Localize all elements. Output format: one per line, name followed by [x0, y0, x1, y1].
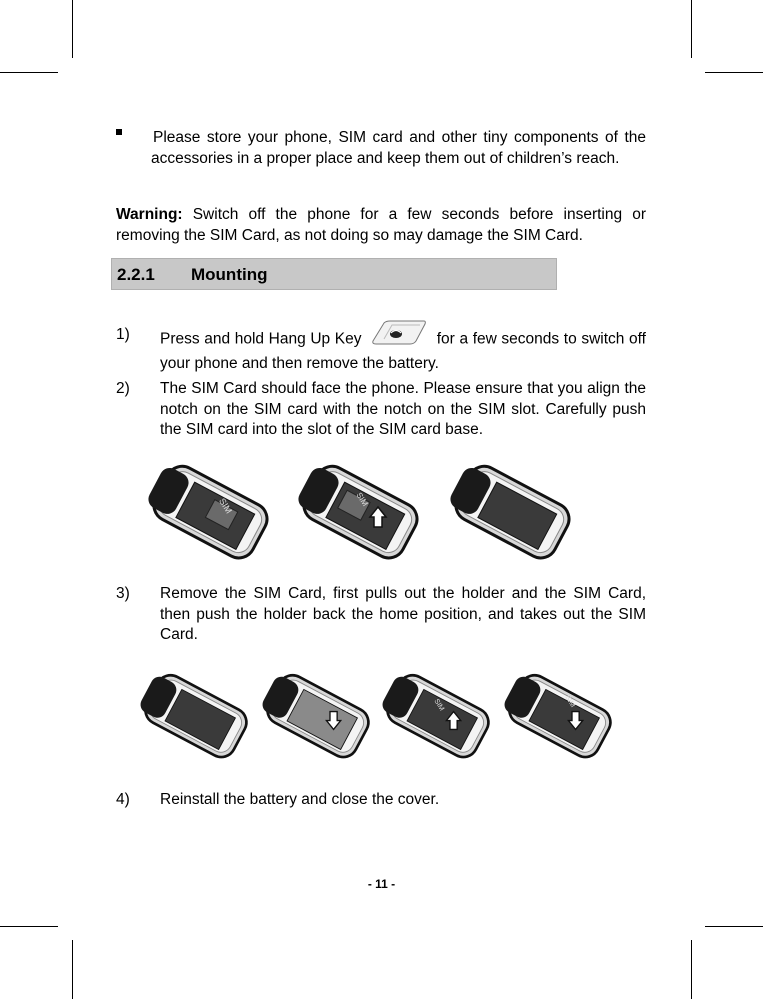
step-text-part: Press and hold Hang Up Key	[160, 330, 362, 348]
warning-text: Switch off the phone for a few seconds b…	[116, 206, 646, 244]
step-number: 4)	[116, 791, 130, 808]
warning-paragraph: Warning: Switch off the phone for a few …	[116, 205, 646, 246]
crop-mark	[691, 940, 692, 999]
section-title: Mounting	[191, 265, 268, 284]
step-number: 2)	[116, 380, 130, 397]
crop-mark	[705, 72, 763, 73]
phone-illustration: SIM	[504, 673, 612, 759]
phone-illustration: SIM	[298, 464, 419, 560]
page-number: - 11 -	[367, 877, 396, 891]
warning-label: Warning:	[116, 206, 183, 223]
arrow-icon	[567, 710, 585, 731]
crop-mark	[0, 926, 58, 927]
phone-illustration	[450, 464, 571, 560]
arrow-icon	[445, 710, 463, 731]
hang-up-key-icon	[370, 319, 428, 354]
step-number: 1)	[116, 326, 130, 343]
phone-illustration: SIM	[382, 673, 490, 759]
crop-mark	[705, 926, 763, 927]
bullet-marker	[116, 129, 122, 135]
step-text: The SIM Card should face the phone. Plea…	[160, 380, 646, 438]
phone-illustration	[140, 673, 248, 759]
crop-mark	[72, 0, 73, 58]
phone-illustration	[262, 673, 370, 759]
section-heading: 2.2.1 Mounting	[111, 258, 557, 290]
arrow-icon	[368, 505, 388, 528]
step-text: Press and hold Hang Up Key for a few sec…	[160, 320, 646, 374]
crop-mark	[0, 72, 58, 73]
step-number: 3)	[116, 585, 130, 602]
step-text: Remove the SIM Card, first pulls out the…	[160, 585, 646, 643]
step-text-part: for a few seconds to switch off your pho…	[160, 330, 646, 372]
phone-illustration: SIM	[148, 464, 269, 560]
crop-mark	[72, 940, 73, 999]
step-text: Reinstall the battery and close the cove…	[160, 791, 440, 808]
arrow-icon	[325, 710, 343, 731]
crop-mark	[691, 0, 692, 58]
bullet-paragraph: Please store your phone, SIM card and ot…	[151, 129, 646, 167]
section-number: 2.2.1	[117, 265, 155, 284]
